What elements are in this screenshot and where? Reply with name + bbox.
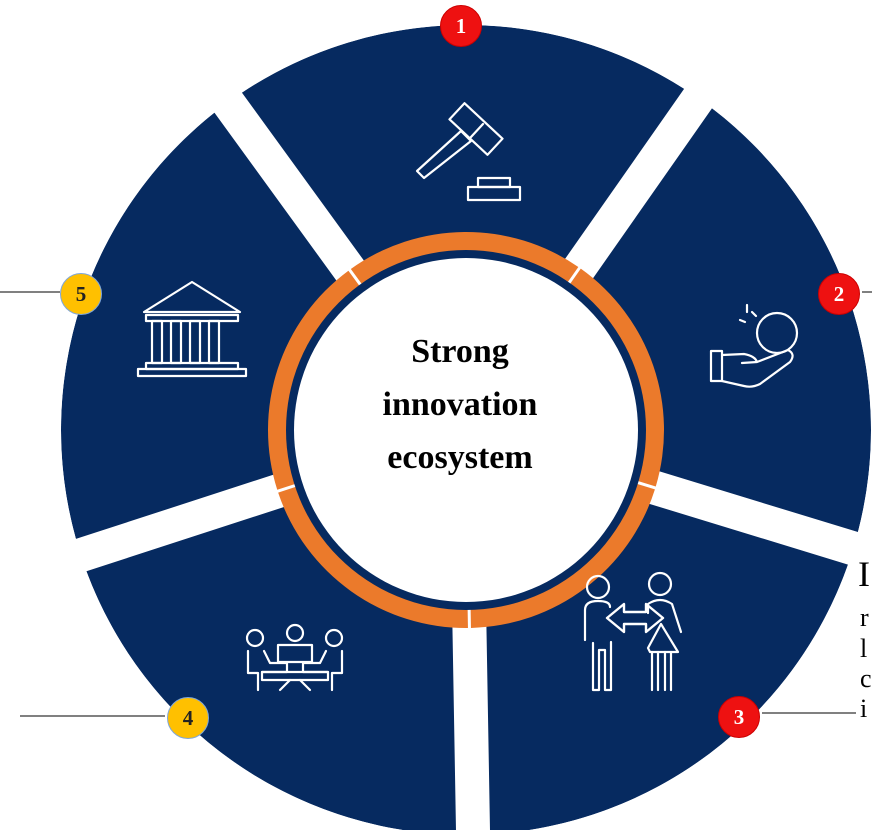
exchange-people-icon: [583, 571, 683, 692]
badge-5: 5: [60, 273, 102, 315]
center-circle: [294, 258, 638, 602]
clipped-text-fragment: c: [860, 664, 872, 693]
center-line-3: ecosystem: [387, 439, 533, 476]
center-line-2: innovation: [382, 386, 538, 423]
ring-arc-2: [470, 483, 655, 628]
badge-2: 2: [818, 273, 860, 315]
meeting-table-icon: [245, 623, 344, 692]
center-line-1: Strong: [411, 333, 509, 370]
clipped-text-fragment: i: [860, 694, 868, 723]
badge-4: 4: [167, 697, 209, 739]
clipped-text-fragment: r: [860, 603, 869, 632]
ring-arc-3: [278, 486, 468, 629]
badge-3: 3: [718, 696, 760, 738]
clipped-text-fragment: l: [860, 634, 868, 663]
gavel-icon: [415, 102, 522, 202]
hand-dollar-icon: [709, 303, 799, 388]
center-title: Strong innovation ecosystem: [350, 325, 570, 484]
badge-1: 1: [440, 5, 482, 47]
ring-arc-5: [350, 232, 579, 286]
clipped-text-fragment: I: [858, 554, 870, 594]
segment-5: [241, 25, 685, 280]
bank-building-icon: [136, 280, 248, 378]
